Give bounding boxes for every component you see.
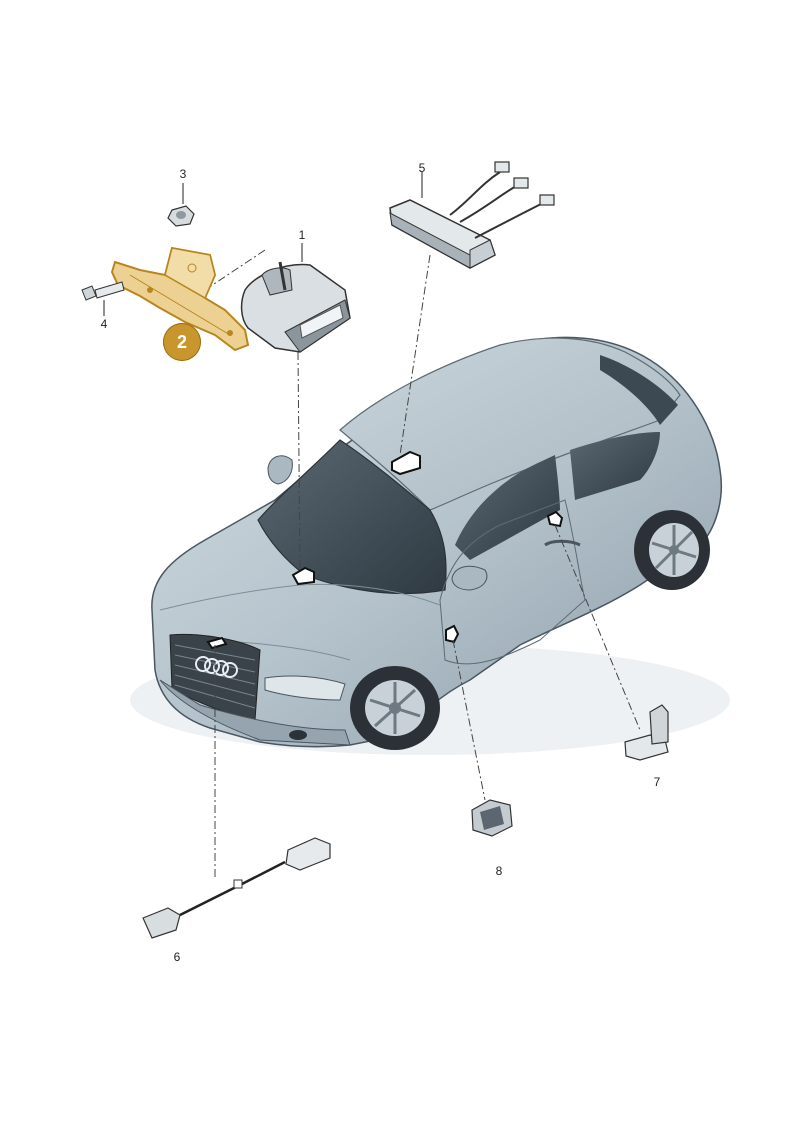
- marker-airbag-unit: [291, 566, 315, 586]
- callout-1: 1: [298, 228, 306, 242]
- brand-rings: [195, 656, 238, 678]
- marker-side-sensor: [546, 510, 564, 528]
- headlight: [264, 675, 346, 701]
- callout-5: 5: [418, 161, 426, 175]
- wiring-harness-icon: [449, 161, 555, 239]
- side-window-front: [455, 455, 560, 560]
- control-module-icon: [389, 172, 496, 269]
- switch-icon: [471, 799, 513, 837]
- rear-window: [600, 355, 678, 425]
- callout-7: 7: [653, 775, 661, 789]
- rear-wheel: [634, 510, 710, 590]
- nut-icon: [167, 183, 195, 227]
- callout-4: 4: [100, 317, 108, 331]
- front-wheel: [350, 666, 440, 750]
- airbag-control-unit-icon: [240, 261, 351, 353]
- car-icon: [130, 336, 730, 755]
- wiring-harness-icon: [142, 837, 331, 939]
- callout-2-badge: 2: [163, 323, 201, 361]
- marker-control-module: [391, 450, 421, 476]
- side-window-rear: [570, 432, 660, 500]
- callout-8: 8: [495, 864, 503, 878]
- bracket-icon: [110, 246, 250, 352]
- callout-6: 6: [173, 950, 181, 964]
- marker-front-sensor: [206, 636, 228, 650]
- sensor-icon: [624, 704, 669, 761]
- callout-3: 3: [179, 167, 187, 181]
- side-mirror: [451, 565, 488, 591]
- marker-door-switch: [445, 624, 460, 644]
- bolt-icon: [81, 281, 125, 316]
- leader-lines: [204, 249, 641, 880]
